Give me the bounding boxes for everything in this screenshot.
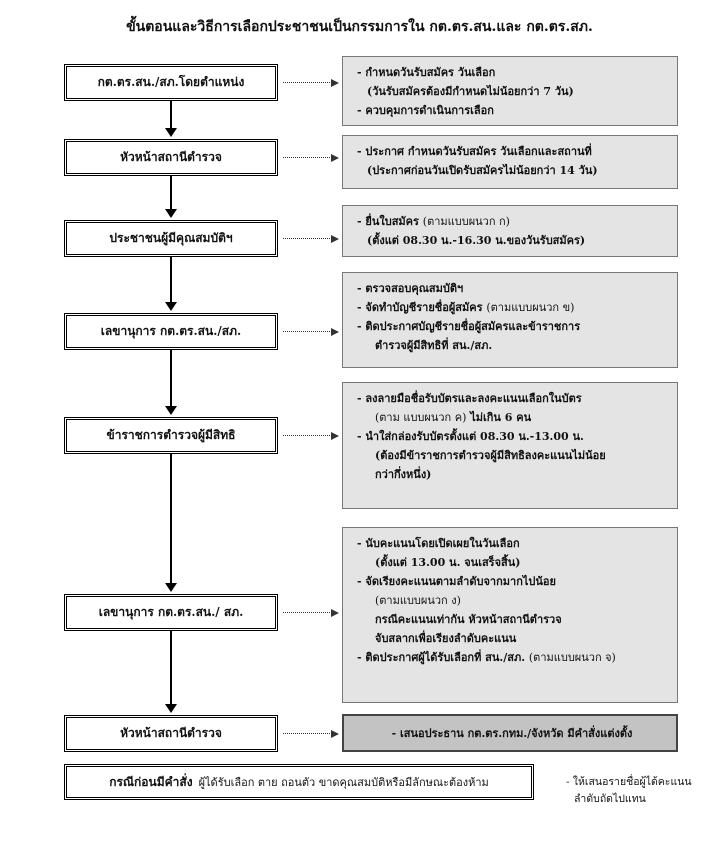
dotted-arrowhead-7 — [331, 730, 339, 738]
arrowhead-6 — [165, 704, 177, 713]
detail-line: - ลงลายมือชื่อรับบัตรและลงคะแนนเลือกในบั… — [357, 392, 582, 405]
detail-line: กว่ากึ่งหนึ่ง) — [375, 468, 432, 481]
step-5-box: ข้าราชการตำรวจผู้มีสิทธิ — [64, 417, 278, 454]
step-3-details: - ยื่นใบสมัคร (ตามแบบผนวก ก) (ตั้งแต่ 08… — [342, 205, 678, 257]
dotted-arrowhead-1 — [331, 79, 339, 87]
connector-2 — [170, 176, 172, 211]
dotted-arrow-5 — [283, 435, 332, 436]
arrowhead-5 — [165, 583, 177, 592]
arrowhead-3 — [165, 302, 177, 311]
detail-line: (ตั้งแต่ 13.00 น. จนเสร็จสิ้น) — [375, 556, 521, 569]
detail-line: (วันรับสมัครต้องมีกำหนดไม่น้อยกว่า 7 วัน… — [367, 85, 574, 98]
detail-text: ไม่เกิน 6 คน — [470, 411, 532, 424]
step-7-details: - เสนอประธาน กต.ตร.กทม./จังหวัด มีคำสั่ง… — [342, 714, 678, 752]
detail-line: - ควบคุมการดำเนินการเลือก — [357, 104, 494, 117]
connector-4 — [170, 350, 172, 408]
note-line: - ให้เสนอรายชื่อผู้ได้คะแนน — [566, 776, 692, 788]
arrowhead-2 — [165, 209, 177, 218]
exception-box: กรณีก่อนมีคำสั่ง ผู้ได้รับเลือก ตาย ถอนต… — [64, 764, 534, 800]
detail-line: - เสนอประธาน กต.ตร.กทม./จังหวัด มีคำสั่ง… — [391, 726, 633, 740]
detail-line: - ยื่นใบสมัคร (ตามแบบผนวก ก) — [357, 212, 667, 231]
dotted-arrow-1 — [283, 82, 332, 83]
dotted-arrowhead-3 — [331, 235, 339, 243]
detail-line: - ประกาศ กำหนดวันรับสมัคร วันเลือกและสถา… — [357, 145, 592, 158]
detail-line: - ติดประกาศบัญชีรายชื่อผู้สมัครและข้าราช… — [357, 320, 581, 333]
detail-annex: (ตามแบบผนวก จ) — [528, 651, 616, 664]
detail-line: - นับคะแนนโดยเปิดเผยในวันเลือก — [357, 537, 520, 550]
detail-line: - จัดเรียงคะแนนตามลำดับจากมากไปน้อย — [357, 575, 556, 588]
exception-heading: กรณีก่อนมีคำสั่ง — [109, 774, 193, 789]
detail-line: (ตาม แบบผนวก ค) ไม่เกิน 6 คน — [357, 408, 667, 427]
dotted-arrowhead-4 — [331, 328, 339, 336]
detail-text: - ยื่นใบสมัคร — [357, 215, 419, 228]
dotted-arrow-2 — [283, 157, 332, 158]
step-3-box: ประชาชนผู้มีคุณสมบัติฯ — [64, 220, 278, 257]
detail-annex: (ตามแบบผนวก ข) — [486, 301, 575, 314]
detail-line: (ต้องมีข้าราชการตำรวจผู้มีสิทธิลงคะแนนไม… — [375, 449, 606, 462]
detail-line: - กำหนดวันรับสมัคร วันเลือก — [357, 66, 496, 79]
connector-5 — [170, 454, 172, 585]
connector-3 — [170, 257, 172, 304]
step-6-box: เลขานุการ กต.ตร.สน./ สภ. — [64, 594, 278, 631]
detail-text: - ติดประกาศผู้ได้รับเลือกที่ สน./สภ. — [357, 651, 526, 664]
dotted-arrow-4 — [283, 331, 332, 332]
arrowhead-1 — [165, 128, 177, 137]
detail-line: (ตามแบบผนวก ง) — [375, 594, 461, 607]
detail-line: - นำใส่กล่องรับบัตรตั้งแต่ 08.30 น.-13.0… — [357, 430, 584, 443]
dotted-arrow-6 — [283, 612, 332, 613]
detail-annex: (ตามแบบผนวก ก) — [422, 215, 510, 228]
detail-line: กรณีคะแนนเท่ากัน หัวหน้าสถานีตำรวจ — [375, 613, 562, 626]
note-line: ลำดับถัดไปแทน — [574, 793, 646, 805]
step-7-box: หัวหน้าสถานีตำรวจ — [64, 715, 278, 752]
dotted-arrowhead-6 — [331, 609, 339, 617]
step-2-details: - ประกาศ กำหนดวันรับสมัคร วันเลือกและสถา… — [342, 135, 678, 189]
detail-line: - ติดประกาศผู้ได้รับเลือกที่ สน./สภ. (ตา… — [357, 648, 667, 667]
detail-line: (ตั้งแต่ 08.30 น.-16.30 น.ของวันรับสมัคร… — [367, 234, 586, 247]
step-4-box: เลขานุการ กต.ตร.สน./สภ. — [64, 313, 278, 350]
connector-1 — [170, 101, 172, 130]
detail-line: - ตรวจสอบคุณสมบัติฯ — [357, 282, 464, 295]
step-1-box: กต.ตร.สน./สภ.โดยตำแหน่ง — [64, 64, 278, 101]
step-2-box: หัวหน้าสถานีตำรวจ — [64, 139, 278, 176]
step-6-details: - นับคะแนนโดยเปิดเผยในวันเลือก (ตั้งแต่ … — [342, 527, 678, 703]
exception-note: - ให้เสนอรายชื่อผู้ได้คะแนน ลำดับถัดไปแท… — [566, 774, 716, 808]
diagram-title: ขั้นตอนและวิธีการเลือกประชาชนเป็นกรรมการ… — [126, 19, 593, 35]
detail-line: (ประกาศก่อนวันเปิดรับสมัครไม่น้อยกว่า 14… — [367, 164, 598, 177]
connector-6 — [170, 631, 172, 706]
step-1-details: - กำหนดวันรับสมัคร วันเลือก (วันรับสมัคร… — [342, 56, 678, 126]
detail-line: ตำรวจผู้มีสิทธิที่ สน./สภ. — [375, 339, 493, 352]
step-5-details: - ลงลายมือชื่อรับบัตรและลงคะแนนเลือกในบั… — [342, 382, 678, 509]
exception-text: ผู้ได้รับเลือก ตาย ถอนตัว ขาดคุณสมบัติหร… — [198, 776, 489, 789]
step-4-details: - ตรวจสอบคุณสมบัติฯ - จัดทำบัญชีรายชื่อผ… — [342, 272, 678, 368]
detail-line: จับสลากเพื่อเรียงลำดับคะแนน — [375, 632, 517, 645]
dotted-arrowhead-5 — [331, 432, 339, 440]
detail-annex: (ตาม แบบผนวก ค) — [375, 411, 467, 424]
dotted-arrow-3 — [283, 238, 332, 239]
dotted-arrow-7 — [283, 733, 332, 734]
detail-line: - จัดทำบัญชีรายชื่อผู้สมัคร (ตามแบบผนวก … — [357, 298, 667, 317]
dotted-arrowhead-2 — [331, 154, 339, 162]
detail-text: - จัดทำบัญชีรายชื่อผู้สมัคร — [357, 301, 483, 314]
arrowhead-4 — [165, 406, 177, 415]
